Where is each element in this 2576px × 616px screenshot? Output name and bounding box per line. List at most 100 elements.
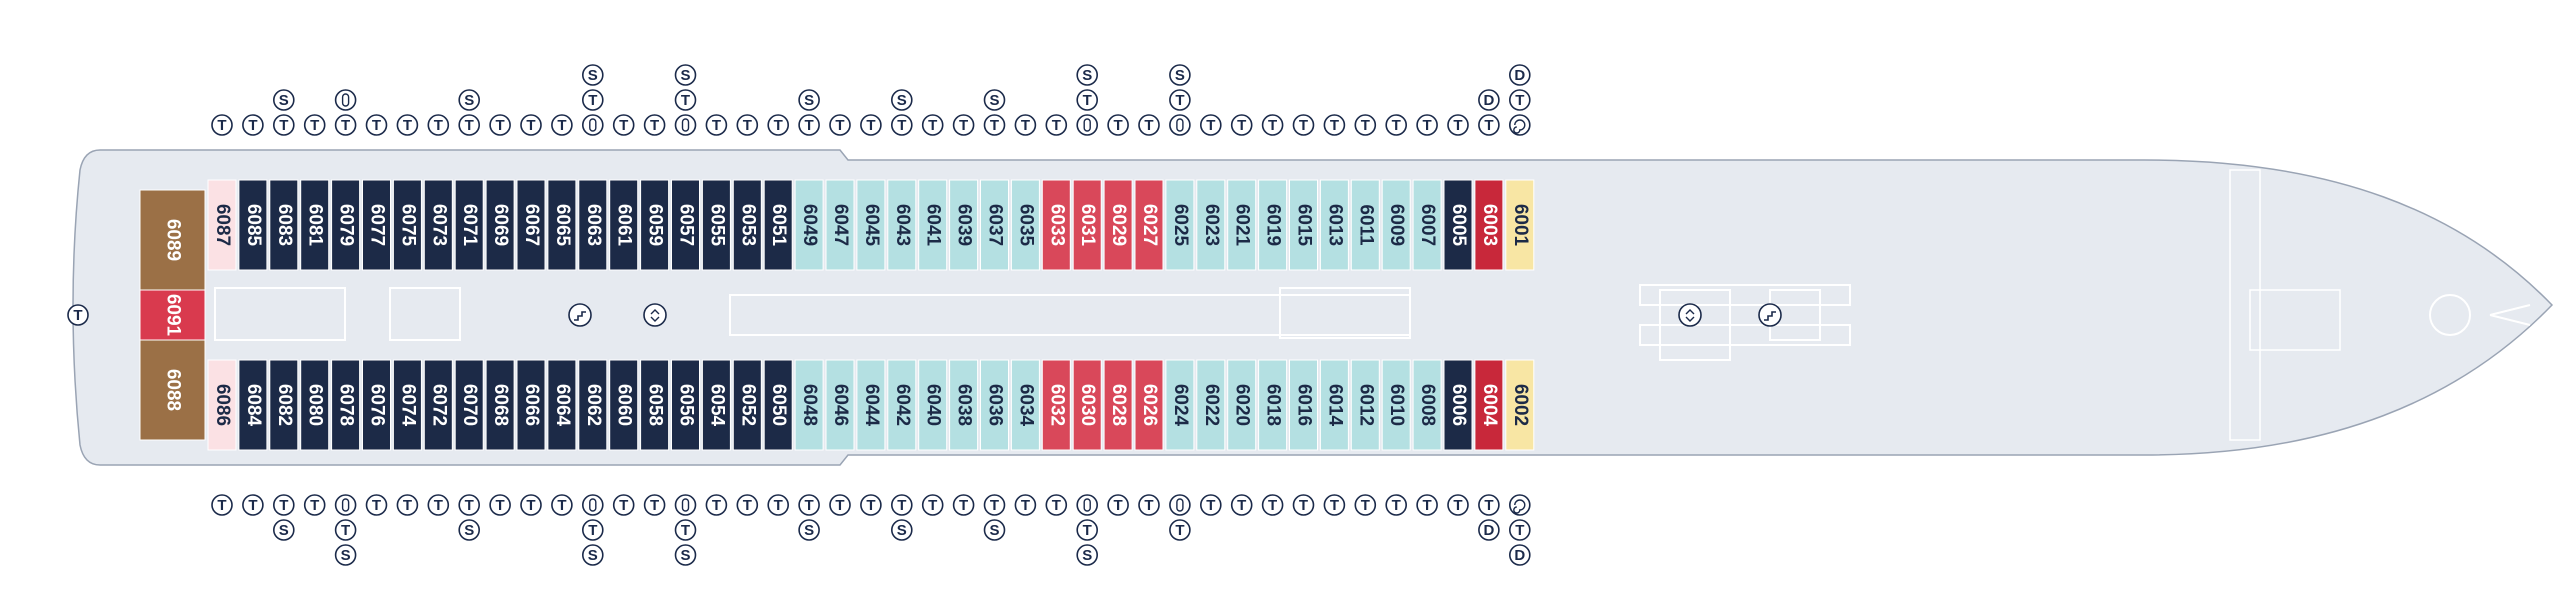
cabin-6007[interactable]: 6007 (1412, 179, 1442, 271)
cabin-block[interactable] (732, 359, 762, 451)
cabin-6045[interactable]: 6045 (856, 179, 886, 271)
cabin-6065[interactable]: 6065 (547, 179, 577, 271)
cabin-6005[interactable]: 6005 (1443, 179, 1473, 271)
cabin-6063[interactable]: 6063 (578, 179, 608, 271)
cabin-6064[interactable]: 6064 (547, 359, 577, 451)
cabin-6011[interactable]: 6011 (1350, 179, 1380, 271)
cabin-6003[interactable]: 6003 (1474, 179, 1504, 271)
cabin-block[interactable] (1072, 179, 1102, 271)
cabin-block[interactable] (578, 359, 608, 451)
cabin-6029[interactable]: 6029 (1103, 179, 1133, 271)
cabin-6055[interactable]: 6055 (701, 179, 731, 271)
cabin-block[interactable] (1165, 359, 1195, 451)
cabin-block[interactable] (671, 359, 700, 451)
cabin-6046[interactable]: 6046 (825, 359, 855, 451)
cabin-6070[interactable]: 6070 (454, 359, 484, 451)
cabin-block[interactable] (1010, 359, 1040, 451)
cabin-block[interactable] (1381, 179, 1411, 271)
cabin-6083[interactable]: 6083 (269, 179, 299, 271)
cabin-block[interactable] (1258, 179, 1288, 271)
cabin-block[interactable] (485, 359, 515, 451)
cabin-6075[interactable]: 6075 (392, 179, 422, 271)
cabin-block[interactable] (701, 179, 731, 271)
cabin-6019[interactable]: 6019 (1258, 179, 1288, 271)
cabin-block[interactable] (1381, 359, 1411, 451)
cabin-6058[interactable]: 6058 (640, 359, 670, 451)
cabin-6056[interactable]: 6056 (671, 359, 700, 451)
cabin-block[interactable] (671, 179, 700, 271)
cabin-block[interactable] (1319, 179, 1349, 271)
cabin-block[interactable] (887, 179, 917, 271)
cabin-block[interactable] (1474, 179, 1504, 271)
cabin-block[interactable] (1505, 359, 1535, 451)
cabin-6035[interactable]: 6035 (1010, 179, 1040, 271)
cabin-6062[interactable]: 6062 (578, 359, 608, 451)
cabin-block[interactable] (1010, 179, 1040, 271)
cabin-6076[interactable]: 6076 (362, 359, 391, 451)
cabin-6031[interactable]: 6031 (1072, 179, 1102, 271)
cabin-6044[interactable]: 6044 (856, 359, 886, 451)
cabin-block[interactable] (207, 179, 237, 271)
cabin-6027[interactable]: 6027 (1134, 179, 1164, 271)
cabin-6022[interactable]: 6022 (1196, 359, 1226, 451)
cabin-block[interactable] (485, 179, 515, 271)
cabin-block[interactable] (640, 359, 670, 451)
cabin-block[interactable] (918, 359, 948, 451)
cabin-block[interactable] (516, 179, 546, 271)
cabin-6008[interactable]: 6008 (1412, 359, 1442, 451)
cabin-6042[interactable]: 6042 (887, 359, 917, 451)
cabin-6048[interactable]: 6048 (794, 359, 824, 451)
cabin-block[interactable] (300, 179, 330, 271)
cabin-6032[interactable]: 6032 (1041, 359, 1071, 451)
cabin-6061[interactable]: 6061 (609, 179, 639, 271)
cabin-6050[interactable]: 6050 (763, 359, 793, 451)
cabin-block[interactable] (1350, 359, 1380, 451)
cabin-block[interactable] (856, 179, 886, 271)
cabin-block[interactable] (1412, 359, 1442, 451)
cabin-6004[interactable]: 6004 (1474, 359, 1504, 451)
cabin-6082[interactable]: 6082 (269, 359, 299, 451)
cabin-6041[interactable]: 6041 (918, 179, 948, 271)
cabin-6020[interactable]: 6020 (1227, 359, 1257, 451)
cabin-block[interactable] (640, 179, 670, 271)
cabin-6025[interactable]: 6025 (1165, 179, 1195, 271)
cabin-6051[interactable]: 6051 (763, 179, 793, 271)
cabin-6059[interactable]: 6059 (640, 179, 670, 271)
cabin-6043[interactable]: 6043 (887, 179, 917, 271)
cabin-6091[interactable]: 6091 (139, 289, 206, 341)
cabin-6002[interactable]: 6002 (1505, 359, 1535, 451)
cabin-block[interactable] (1289, 359, 1318, 451)
cabin-block[interactable] (331, 359, 361, 451)
cabin-block[interactable] (269, 359, 299, 451)
cabin-block[interactable] (1289, 179, 1318, 271)
cabin-6067[interactable]: 6067 (516, 179, 546, 271)
cabin-6033[interactable]: 6033 (1041, 179, 1071, 271)
cabin-block[interactable] (949, 179, 979, 271)
cabin-block[interactable] (980, 179, 1009, 271)
cabin-block[interactable] (392, 179, 422, 271)
cabin-block[interactable] (1041, 179, 1071, 271)
cabin-6014[interactable]: 6014 (1319, 359, 1349, 451)
cabin-block[interactable] (794, 179, 824, 271)
cabin-6026[interactable]: 6026 (1134, 359, 1164, 451)
cabin-block[interactable] (1258, 359, 1288, 451)
cabin-6018[interactable]: 6018 (1258, 359, 1288, 451)
cabin-6066[interactable]: 6066 (516, 359, 546, 451)
cabin-block[interactable] (609, 359, 639, 451)
cabin-block[interactable] (139, 189, 206, 291)
cabin-block[interactable] (825, 359, 855, 451)
cabin-block[interactable] (578, 179, 608, 271)
cabin-block[interactable] (949, 359, 979, 451)
cabin-6085[interactable]: 6085 (238, 179, 268, 271)
cabin-6087[interactable]: 6087 (207, 179, 237, 271)
cabin-block[interactable] (454, 359, 484, 451)
cabin-block[interactable] (763, 179, 793, 271)
cabin-6069[interactable]: 6069 (485, 179, 515, 271)
cabin-6039[interactable]: 6039 (949, 179, 979, 271)
cabin-6088[interactable]: 6088 (139, 339, 206, 441)
cabin-block[interactable] (1443, 359, 1473, 451)
cabin-block[interactable] (238, 359, 268, 451)
cabin-block[interactable] (980, 359, 1009, 451)
cabin-block[interactable] (1350, 179, 1380, 271)
cabin-block[interactable] (300, 359, 330, 451)
